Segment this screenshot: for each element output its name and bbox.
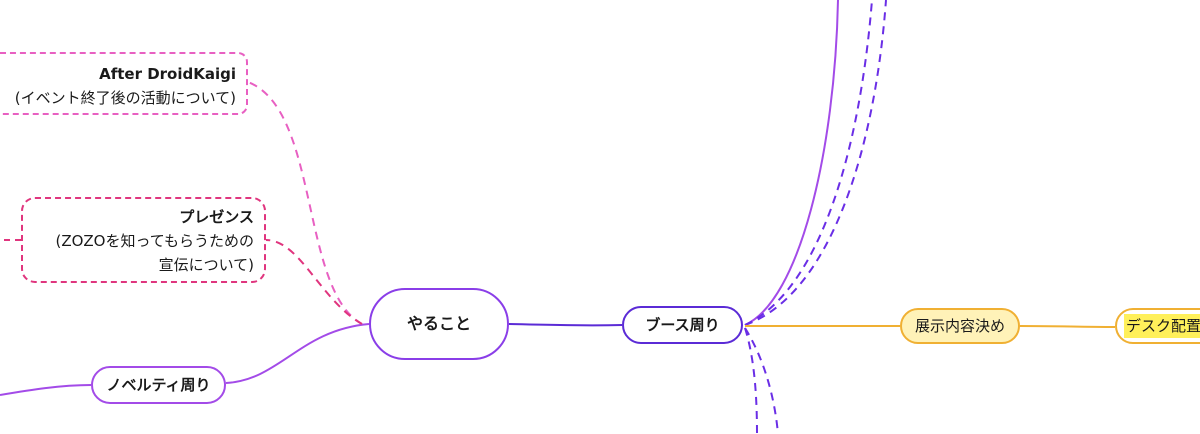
node-after-title: After DroidKaigi xyxy=(99,65,236,83)
node-desk-label: デスク配置 xyxy=(1124,314,1200,338)
node-display-content[interactable]: 展示内容決め xyxy=(900,308,1020,344)
node-presence[interactable]: プレゼンス (ZOZOを知ってもらうための 宣伝について) xyxy=(21,197,266,283)
edge-center-after xyxy=(247,81,363,325)
edge-booth-up-solid xyxy=(744,0,839,326)
node-center-label: やること xyxy=(406,314,471,333)
node-presence-line2: 宣伝について) xyxy=(158,256,254,274)
node-presence-title: プレゼンス xyxy=(179,208,254,226)
node-center[interactable]: やること xyxy=(369,288,509,360)
node-novelty[interactable]: ノベルティ周り xyxy=(91,366,226,404)
node-novelty-label: ノベルティ周り xyxy=(106,376,211,394)
edge-booth-up-dashed-1 xyxy=(744,0,873,326)
node-after-subtitle: (イベント終了後の活動について) xyxy=(14,89,236,107)
node-presence-line1: (ZOZOを知ってもらうための xyxy=(55,232,254,250)
edge-center-presence xyxy=(265,239,363,325)
edge-display-desk xyxy=(1019,325,1116,328)
node-display-label: 展示内容決め xyxy=(914,317,1005,335)
node-after-droidkaigi[interactable]: After DroidKaigi (イベント終了後の活動について) xyxy=(0,52,248,115)
edge-center-novelty xyxy=(225,323,370,384)
node-desk-layout[interactable]: デスク配置 xyxy=(1115,308,1200,344)
edge-booth-up-dashed-2 xyxy=(744,0,887,326)
edge-booth-down-dashed-1 xyxy=(744,327,758,434)
node-booth[interactable]: ブース周り xyxy=(622,306,743,344)
edge-booth-down-dashed-2 xyxy=(744,327,779,434)
node-booth-label: ブース周り xyxy=(645,316,720,334)
edge-novelty-left xyxy=(0,384,92,396)
edge-center-booth xyxy=(508,323,623,327)
